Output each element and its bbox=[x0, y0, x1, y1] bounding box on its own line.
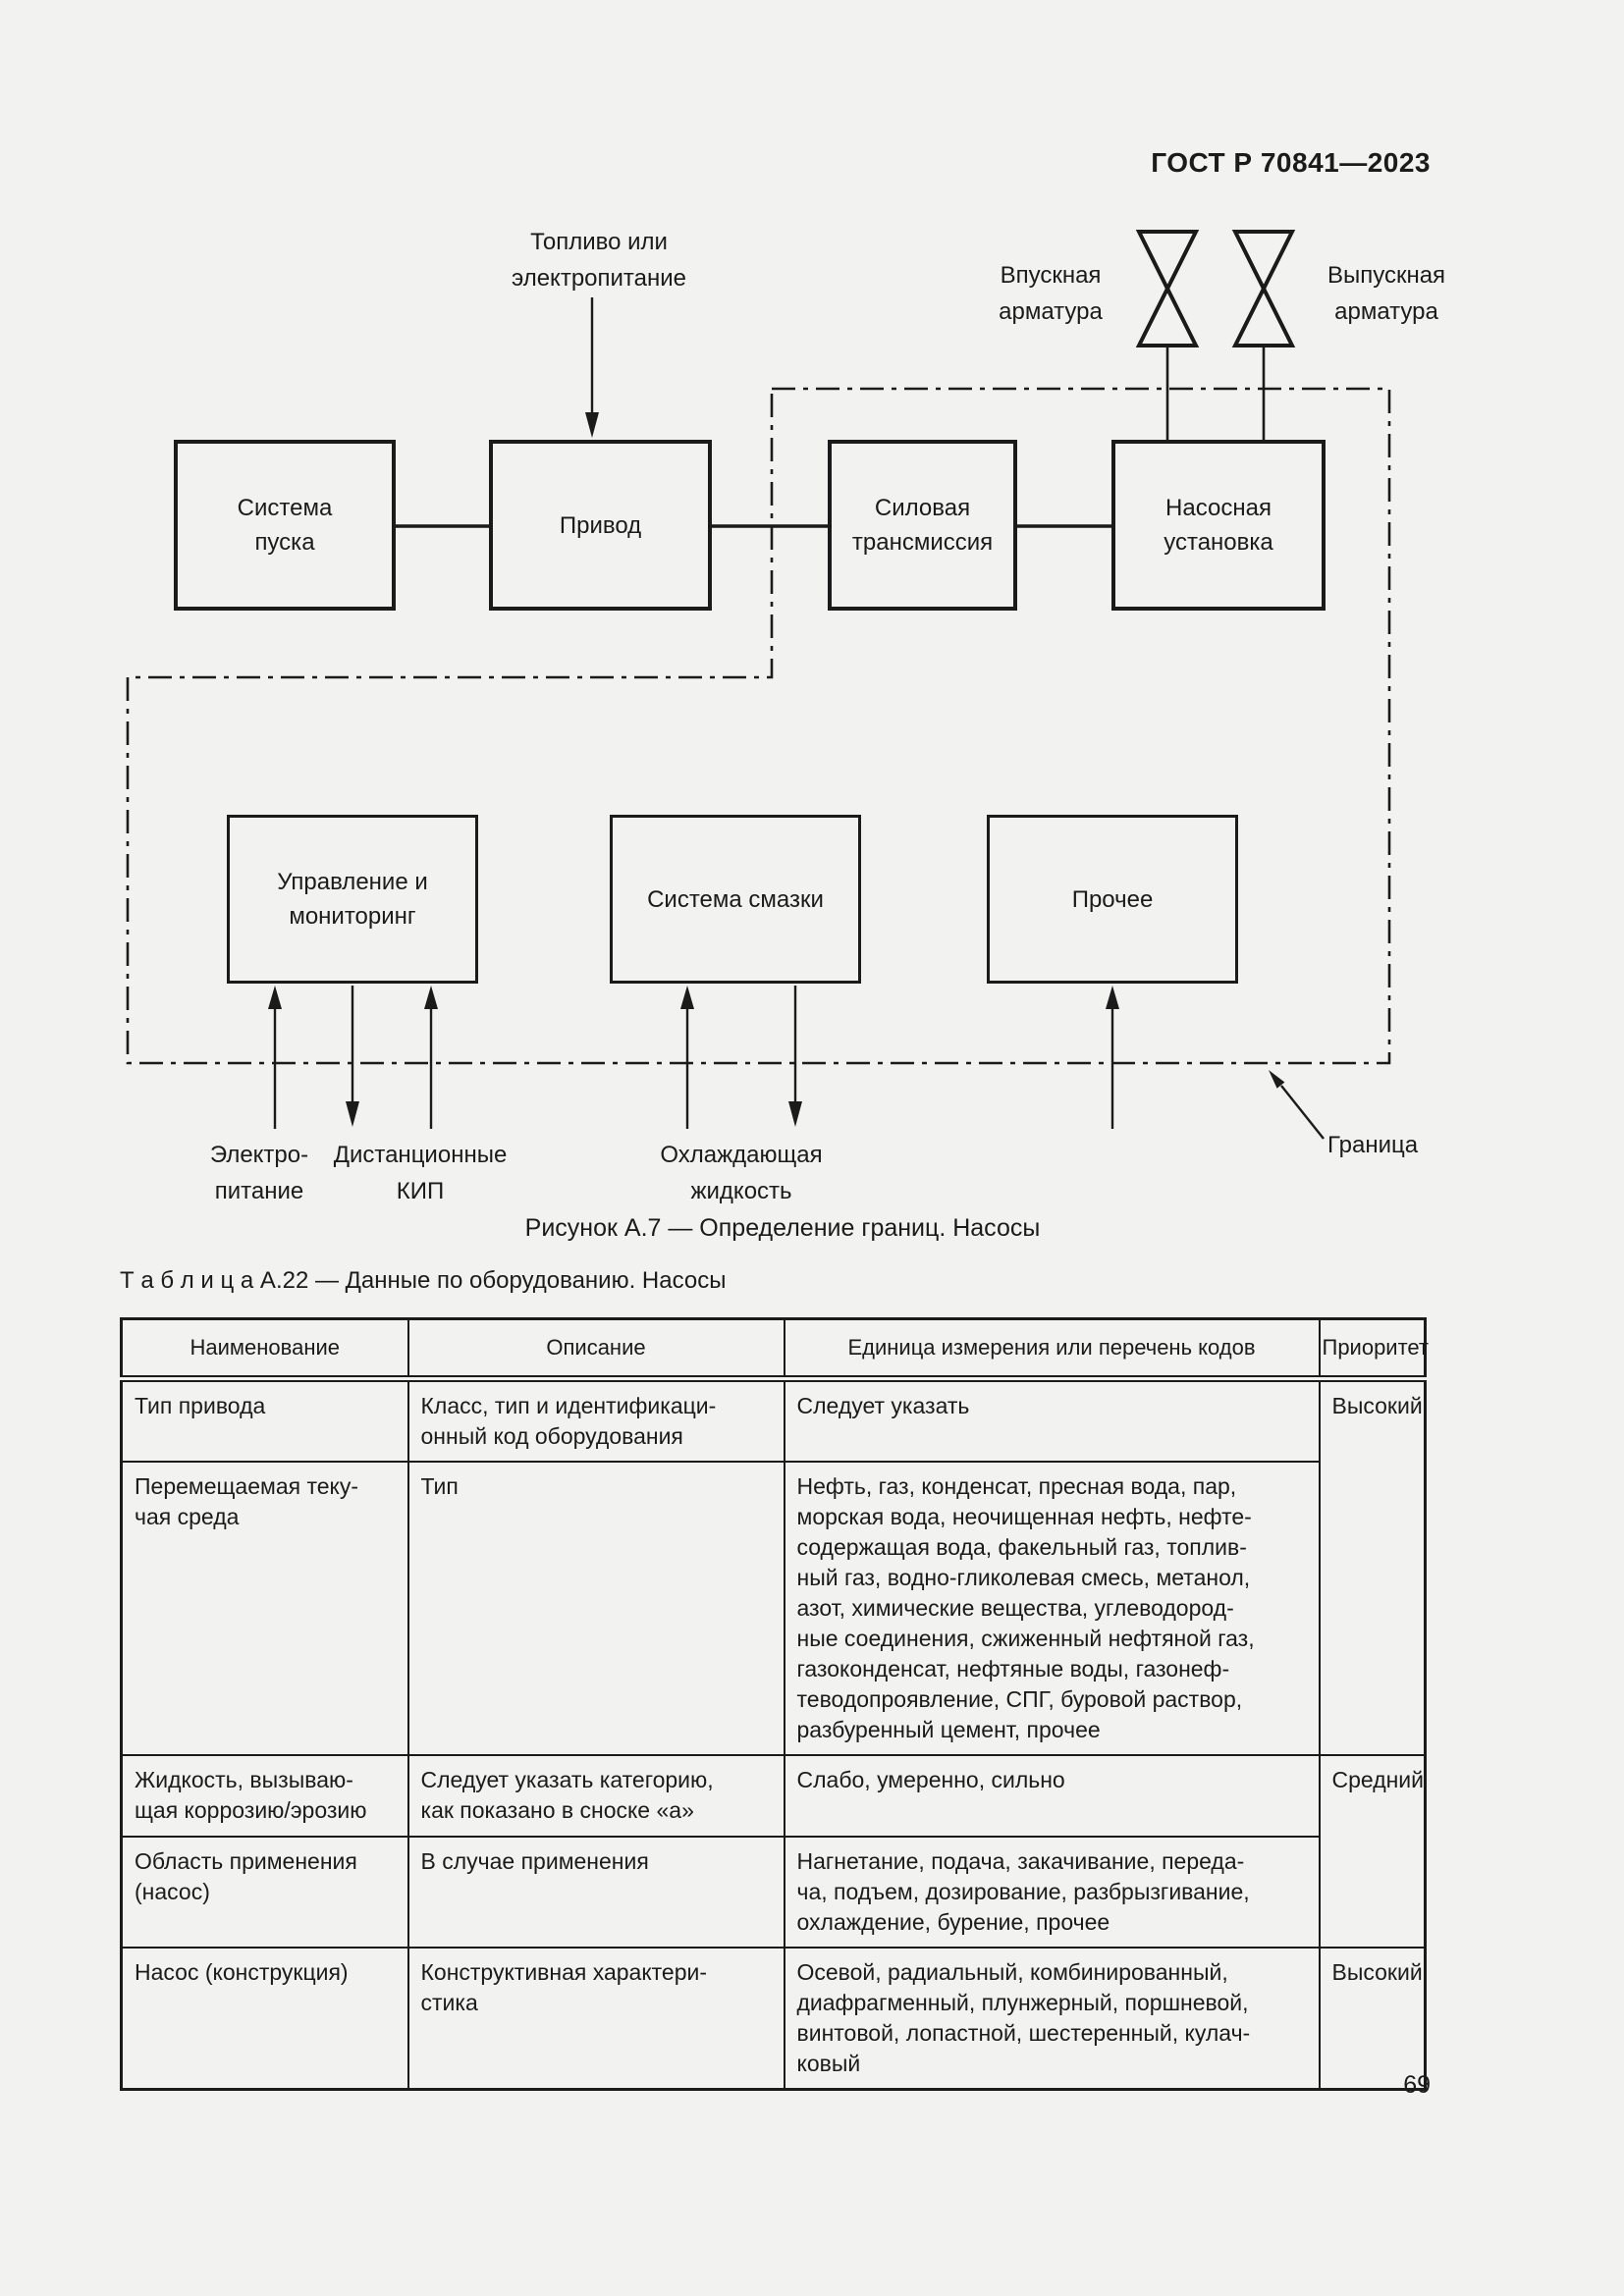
cell-codes: Слабо, умеренно, сильно bbox=[783, 1754, 1321, 1838]
cell-description: Класс, тип и идентификаци- онный код обо… bbox=[406, 1377, 785, 1463]
box-other: Прочее bbox=[987, 815, 1238, 984]
remote-in-arrow bbox=[424, 986, 438, 1129]
page-number: 69 bbox=[1403, 2071, 1431, 2099]
equipment-data-table: Наименование Описание Единица измерения … bbox=[120, 1317, 1429, 2091]
table-header-row: Наименование Описание Единица измерения … bbox=[120, 1317, 1429, 1382]
remote-instruments-label: Дистанционные КИП bbox=[333, 1142, 508, 1204]
outlet-valve-label: Выпускная арматура bbox=[1326, 262, 1446, 325]
cell-description: Следует указать категорию, как показано … bbox=[406, 1754, 785, 1838]
box-control-monitoring: Управление и мониторинг bbox=[227, 815, 478, 984]
outlet-valve-icon bbox=[1231, 230, 1296, 347]
fuel-arrow bbox=[585, 297, 599, 438]
cell-priority: Средний bbox=[1318, 1754, 1427, 1949]
col-header-priority: Приоритет bbox=[1318, 1317, 1429, 1382]
cell-description: Конструктивная характери- стика bbox=[406, 1947, 785, 2091]
box-drive: Привод bbox=[489, 440, 712, 611]
figure-caption: Рисунок А.7 — Определение границ. Насосы bbox=[524, 1214, 1041, 1242]
power-supply-label: Электро- питание bbox=[209, 1142, 309, 1204]
cell-name: Тип привода bbox=[120, 1377, 409, 1463]
cell-description: В случае применения bbox=[406, 1836, 785, 1949]
table-row: Жидкость, вызываю- щая коррозию/эрозию С… bbox=[120, 1754, 1427, 1949]
figure-line-art bbox=[126, 230, 1391, 1140]
cell-codes: Нагнетание, подача, закачивание, переда-… bbox=[783, 1836, 1321, 1949]
cell-name: Область применения (насос) bbox=[120, 1836, 409, 1949]
power-supply-arrow bbox=[268, 986, 282, 1129]
coolant-in-arrow bbox=[680, 986, 694, 1129]
box-lube-system: Система смазки bbox=[610, 815, 861, 984]
col-header-codes: Единица измерения или перечень кодов bbox=[783, 1317, 1321, 1382]
remote-out-arrow bbox=[346, 986, 359, 1127]
cell-codes: Нефть, газ, конденсат, пресная вода, пар… bbox=[783, 1461, 1321, 1756]
boundary-label: Граница bbox=[1327, 1132, 1419, 1158]
box-start-system: Система пуска bbox=[174, 440, 396, 611]
col-header-description: Описание bbox=[406, 1317, 785, 1382]
col-header-name: Наименование bbox=[120, 1317, 409, 1382]
boundary-outline bbox=[126, 387, 1391, 1065]
cell-name: Жидкость, вызываю- щая коррозию/эрозию bbox=[120, 1754, 409, 1838]
cell-priority: Высокий bbox=[1318, 1947, 1427, 2091]
box-pump-unit: Насосная установка bbox=[1111, 440, 1326, 611]
cell-codes: Осевой, радиальный, комбинированный, диа… bbox=[783, 1947, 1321, 2091]
inlet-valve-icon bbox=[1135, 230, 1200, 347]
table-title: Т а б л и ц а А.22 — Данные по оборудова… bbox=[120, 1267, 727, 1294]
table-row: Насос (конструкция) Конструктивная харак… bbox=[120, 1947, 1427, 2091]
table-row: Тип привода Класс, тип и идентификаци- о… bbox=[120, 1377, 1427, 1756]
cell-codes: Следует указать bbox=[783, 1377, 1321, 1463]
table-row: Перемещаемая теку- чая среда Тип Нефть, … bbox=[120, 1461, 1426, 1756]
cell-name: Насос (конструкция) bbox=[120, 1947, 409, 2091]
box-power-transmission: Силовая трансмиссия bbox=[828, 440, 1017, 611]
inlet-valve-label: Впускная арматура bbox=[999, 262, 1103, 325]
fuel-label: Топливо или электропитание bbox=[511, 229, 686, 292]
other-in-arrow bbox=[1106, 986, 1119, 1129]
standard-code-header: ГОСТ Р 70841—2023 bbox=[1151, 147, 1431, 178]
cell-description: Тип bbox=[406, 1461, 785, 1756]
cell-name: Перемещаемая теку- чая среда bbox=[120, 1461, 409, 1756]
coolant-label: Охлаждающая жидкость bbox=[660, 1142, 823, 1204]
coolant-out-arrow bbox=[788, 986, 802, 1127]
table-row: Область применения (насос) В случае прим… bbox=[120, 1836, 1426, 1949]
cell-priority: Высокий bbox=[1318, 1377, 1427, 1756]
boundary-callout-arrow bbox=[1269, 1070, 1325, 1140]
